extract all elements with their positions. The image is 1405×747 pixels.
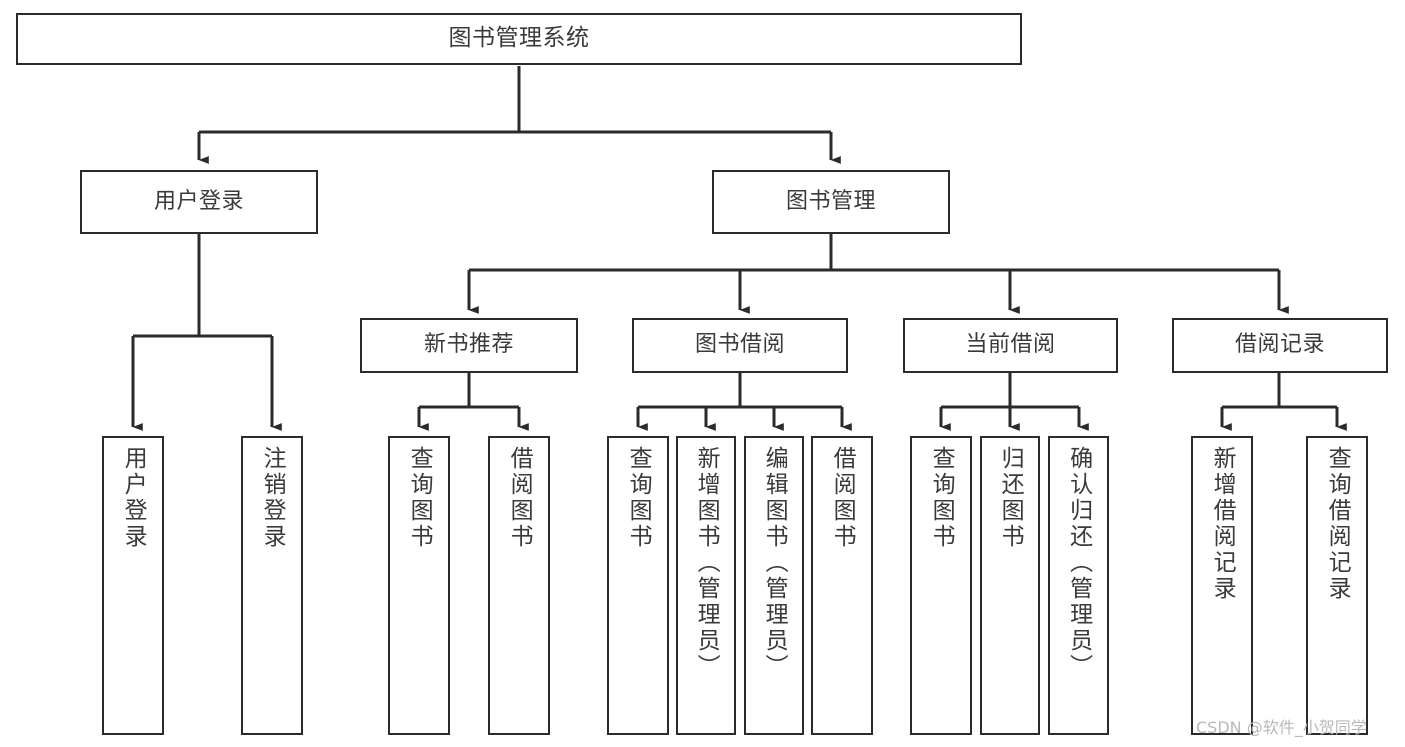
node-leaf-return-book[interactable]: 归还图书	[980, 436, 1040, 735]
node-label: 当前借阅	[965, 332, 1056, 358]
node-new-book-recommendation[interactable]: 新书推荐	[360, 318, 578, 373]
node-label: 借阅图书	[829, 446, 856, 550]
node-label: 编辑图书（管理员）	[761, 446, 788, 680]
node-label: 查询图书	[625, 446, 652, 550]
csdn-watermark: CSDN @软件_小贺同学	[1196, 718, 1367, 737]
node-leaf-query-borrow-record[interactable]: 查询借阅记录	[1306, 436, 1368, 735]
node-user-login[interactable]: 用户登录	[80, 170, 318, 234]
node-label: 新增图书（管理员）	[693, 446, 720, 680]
node-label: 注销登录	[259, 446, 286, 550]
node-current-borrow[interactable]: 当前借阅	[903, 318, 1118, 373]
node-leaf-query-book-current[interactable]: 查询图书	[910, 436, 972, 735]
node-leaf-query-book-borrow[interactable]: 查询图书	[607, 436, 669, 735]
node-leaf-query-book-rec[interactable]: 查询图书	[388, 436, 450, 735]
node-label: 图书借阅	[694, 332, 785, 358]
node-borrow-record[interactable]: 借阅记录	[1172, 318, 1388, 373]
node-book-management[interactable]: 图书管理	[712, 170, 950, 234]
node-leaf-edit-book-admin[interactable]: 编辑图书（管理员）	[744, 436, 804, 735]
node-label: 借阅记录	[1234, 332, 1325, 358]
node-label: 查询图书	[406, 446, 433, 550]
node-leaf-user-logout[interactable]: 注销登录	[241, 436, 303, 735]
node-leaf-confirm-return-admin[interactable]: 确认归还（管理员）	[1048, 436, 1109, 735]
node-label: 用户登录	[153, 188, 244, 214]
node-label: 用户登录	[120, 446, 147, 550]
node-book-borrow[interactable]: 图书借阅	[632, 318, 848, 373]
node-label: 归还图书	[997, 446, 1024, 550]
node-label: 确认归还（管理员）	[1065, 446, 1092, 680]
node-label: 图书管理系统	[448, 25, 590, 52]
node-label: 图书管理	[785, 188, 876, 214]
node-root-book-management-system[interactable]: 图书管理系统	[16, 13, 1022, 65]
node-leaf-borrow-book[interactable]: 借阅图书	[811, 436, 873, 735]
node-leaf-add-book-admin[interactable]: 新增图书（管理员）	[676, 436, 736, 735]
node-label: 新增借阅记录	[1209, 446, 1236, 602]
node-label: 新书推荐	[423, 332, 514, 358]
node-leaf-borrow-book-rec[interactable]: 借阅图书	[488, 436, 550, 735]
node-leaf-user-login[interactable]: 用户登录	[102, 436, 164, 735]
node-label: 借阅图书	[506, 446, 533, 550]
node-label: 查询借阅记录	[1324, 446, 1351, 602]
node-leaf-add-borrow-record[interactable]: 新增借阅记录	[1191, 436, 1253, 735]
node-label: 查询图书	[928, 446, 955, 550]
